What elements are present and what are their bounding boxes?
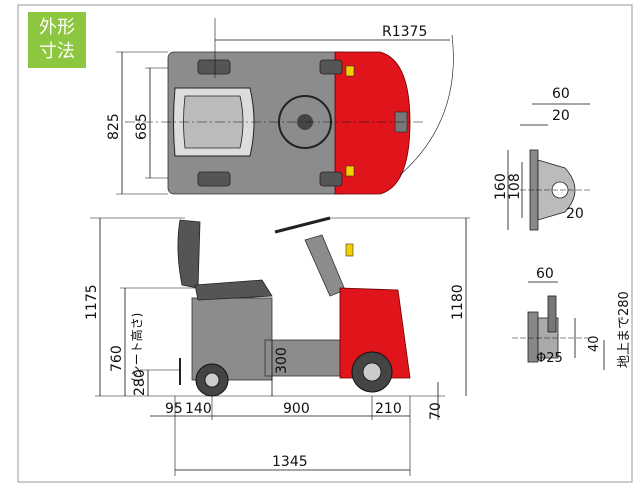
- dim760-note: (シート高さ): [129, 313, 144, 382]
- top-wheel-fr: [319, 171, 343, 187]
- hitch-w60-label: 60: [552, 86, 570, 102]
- dim1180-label: 1180: [450, 284, 466, 320]
- hitch-front-detail: 60 20 160 108 20: [493, 86, 590, 231]
- hitch2-ground-note: 地上まで280: [617, 291, 632, 368]
- top-view: R1375 825 685: [106, 18, 454, 195]
- side-light: [345, 243, 354, 257]
- top-wheel-rl: [197, 59, 231, 75]
- radius-label: R1375: [382, 24, 427, 40]
- side-steering-wheel: [274, 216, 331, 234]
- badge-line2: 寸法: [39, 41, 75, 62]
- hitch-h160-label: 160: [493, 173, 509, 200]
- dim760-label: 760: [109, 345, 125, 372]
- hitch-side-detail: 60 40 Φ25 地上まで280: [512, 266, 632, 370]
- hitch2-dia-label: Φ25: [536, 351, 563, 366]
- side-wheel-rear-hub: [204, 372, 220, 388]
- side-view: 1175 760 (シート高さ) 280 300 1180 70: [84, 216, 470, 476]
- dim1175-label: 1175: [84, 284, 100, 320]
- hitch2-pin: [547, 295, 557, 333]
- dimensions-badge: 外形 寸法: [28, 12, 86, 68]
- dim280-label: 280: [132, 369, 148, 396]
- side-seat-cushion: [194, 279, 273, 301]
- hitch-w20-label: 20: [552, 108, 570, 124]
- side-deck: [264, 339, 341, 377]
- dim300-label: 300: [274, 347, 290, 374]
- hitch2-w60-label: 60: [536, 266, 554, 282]
- hitch-r20-label: 20: [566, 206, 584, 222]
- badge-line1: 外形: [39, 17, 75, 38]
- side-body-red: [339, 287, 411, 379]
- dim900-label: 900: [283, 401, 310, 417]
- dim685-label: 685: [134, 113, 150, 140]
- dim70-label: 70: [428, 402, 444, 420]
- top-seat-inner: [183, 95, 244, 149]
- side-wheel-front-hub: [362, 362, 382, 382]
- side-steering-column: [304, 234, 346, 297]
- dim95-label: 95: [165, 401, 183, 417]
- dim825-label: 825: [106, 113, 122, 140]
- hitch-h108-label: 108: [507, 173, 523, 200]
- outer-border: [17, 4, 633, 483]
- dim1345-label: 1345: [272, 454, 308, 470]
- top-wheel-fl: [319, 59, 343, 75]
- top-wheel-rr: [197, 171, 231, 187]
- dim140-label: 140: [185, 401, 212, 417]
- side-seat-back: [177, 219, 201, 289]
- dim210-label: 210: [375, 401, 402, 417]
- radius-arc: [399, 34, 454, 176]
- hitch2-h40-label: 40: [587, 335, 602, 352]
- top-light-left: [345, 65, 355, 77]
- top-light-right: [345, 165, 355, 177]
